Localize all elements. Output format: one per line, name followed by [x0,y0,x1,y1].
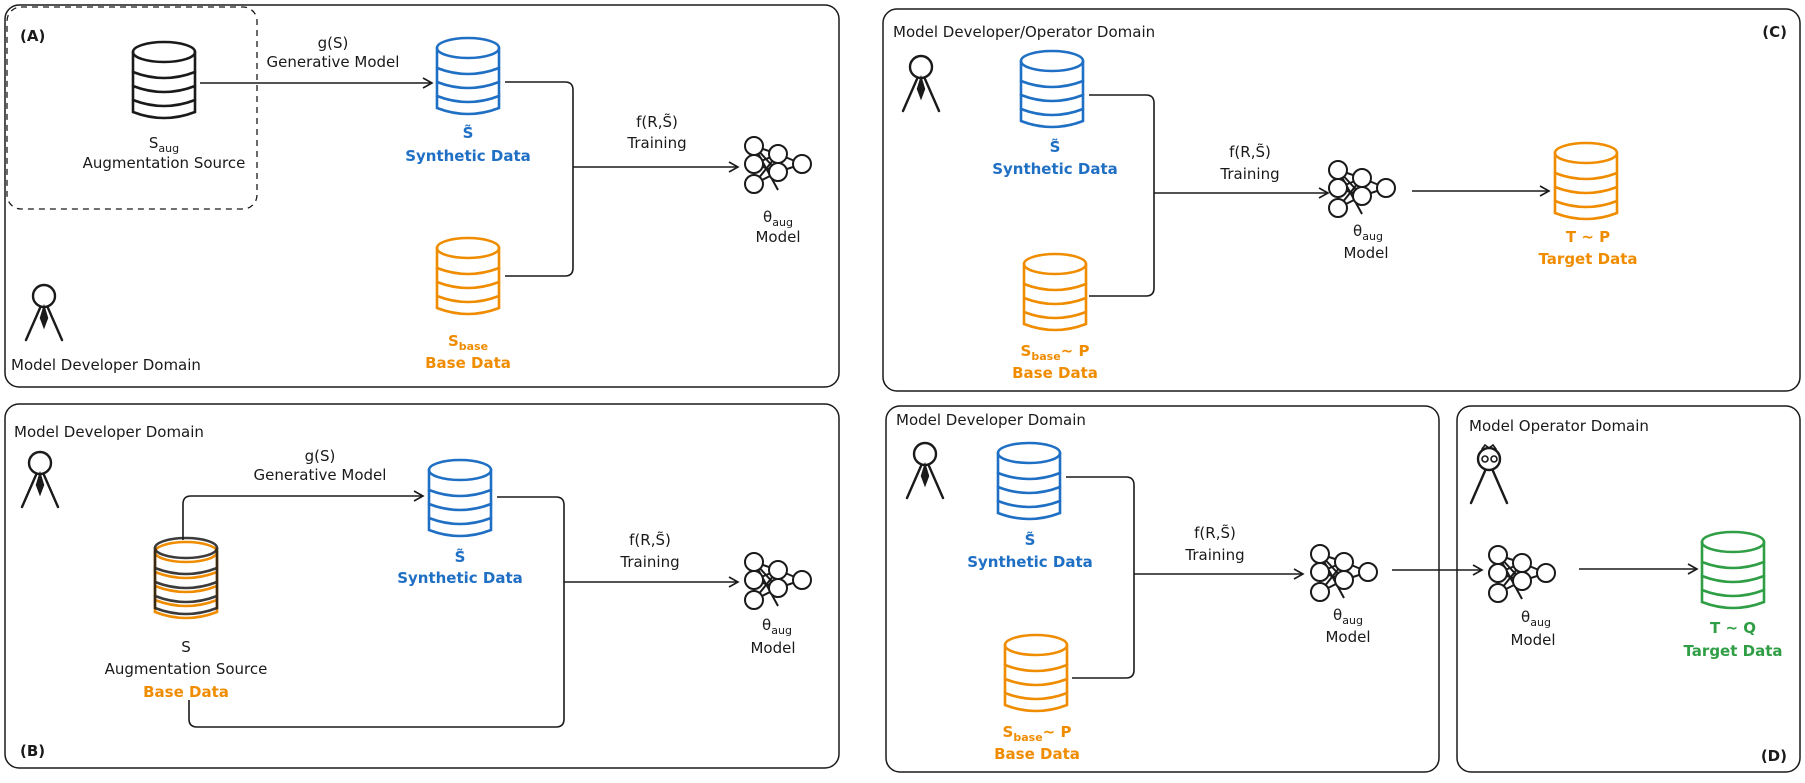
panel-a-synthetic-label: Synthetic Data [405,147,531,165]
panel-b: Model Developer Domain g(S) Generative M… [4,403,840,769]
panel-a-synthetic-symbol: S̃ [463,123,474,142]
panel-d-synthetic-symbol: S̃ [1025,530,1036,549]
neural-network-icon [1488,545,1556,603]
panel-b-border [4,403,840,769]
panel-a-tag: (A) [20,27,45,45]
panel-b-source-symbol: S [181,638,191,656]
panel-b-source-label: Augmentation Source [105,660,268,678]
panel-c-target-symbol: T ~ P [1566,228,1610,246]
developer-operator-person-icon [901,54,941,113]
developer-person-icon [20,450,60,509]
panel-c-model-symbol: θaug [1353,222,1383,243]
synthetic-data-database-icon [1019,49,1085,129]
operator-person-icon [1469,443,1509,505]
panel-b-model-symbol: θaug [762,616,792,637]
panel-d-model-symbol: θaug [1333,606,1363,627]
panel-a-merge-connector [505,81,574,277]
panel-b-base-label: Base Data [143,683,229,701]
synthetic-data-database-icon [435,36,501,116]
base-data-database-icon [435,236,501,316]
panel-c-model-label: Model [1343,244,1388,262]
panel-a-base-symbol: Sbase [448,332,488,353]
panel-b-model-label: Model [750,639,795,657]
panel-d-operator-border [1456,405,1801,773]
panel-d-model2-symbol: θaug [1521,608,1551,629]
panel-c-synthetic-symbol: S̃ [1050,137,1061,156]
panel-d-base-label: Base Data [994,745,1080,763]
panel-c-synthetic-label: Synthetic Data [992,160,1118,178]
base-data-database-icon [1003,633,1069,713]
synthetic-data-database-icon [996,441,1062,521]
panel-a-border [4,4,840,388]
panel-d: Model Developer Domain Model Operator Do… [885,405,1801,773]
neural-network-icon [1310,544,1378,602]
base-data-database-icon [1022,252,1088,332]
panel-c-border [882,8,1801,392]
panel-b-train-formula: f(R,S̃) [629,530,671,549]
panel-d-developer-domain-label: Model Developer Domain [896,411,1086,429]
panel-b-train-label: Training [619,553,679,571]
panel-b-domain-label: Model Developer Domain [14,423,204,441]
panel-d-tag: (D) [1761,747,1787,765]
panel-b-generative-arrow [182,490,425,540]
panel-a-model-symbol: θaug [763,208,793,229]
panel-a-source-label: Augmentation Source [83,154,246,172]
augmentation-source-region [6,6,258,210]
developer-person-icon [905,441,945,500]
panel-d-developer-border [885,405,1440,773]
panel-c-domain-label: Model Developer/Operator Domain [893,23,1155,41]
panel-c-base-label: Base Data [1012,364,1098,382]
panel-c-target-label: Target Data [1539,250,1638,268]
panel-d-base-symbol: Sbase~ P [1003,723,1072,744]
panel-d-operator-domain-label: Model Operator Domain [1469,417,1649,435]
panel-a-gen-label: Generative Model [267,53,400,71]
panel-a-train-label: Training [626,134,686,152]
neural-network-icon [744,136,812,194]
developer-person-icon [24,283,64,342]
panel-b-tag: (B) [20,742,45,760]
panel-a-source-symbol: Saug [149,134,179,155]
augmentation-source-database-icon [131,40,197,120]
panel-a-domain-label: Model Developer Domain [11,356,201,374]
neural-network-icon [744,552,812,610]
neural-network-icon [1328,160,1396,218]
panel-d-train-formula: f(R,S̃) [1194,523,1236,542]
panel-a: (A) Saug Augmentation Source g(S) Genera… [4,4,840,388]
panel-c-base-symbol: Sbase~ P [1021,342,1090,363]
panel-d-model2-label: Model [1510,631,1555,649]
augmentation-source-database-icon [153,536,219,620]
panel-d-model-label: Model [1325,628,1370,646]
target-data-database-icon [1700,530,1766,610]
panel-c-tag: (C) [1762,23,1787,41]
panel-a-model-label: Model [755,228,800,246]
panel-d-target-symbol: T ~ Q [1710,619,1756,637]
panel-c: Model Developer/Operator Domain (C) S̃ S… [882,8,1801,392]
panel-d-target-label: Target Data [1684,642,1783,660]
synthetic-data-database-icon [427,458,493,538]
panel-a-train-formula: f(R,S̃) [636,112,678,131]
panel-b-merge-connector [188,496,565,728]
panel-d-merge-connector [1066,476,1135,679]
panel-a-base-label: Base Data [425,354,511,372]
panel-d-train-label: Training [1184,546,1244,564]
panel-a-gen-formula: g(S) [318,34,349,52]
panel-c-train-formula: f(R,S̃) [1229,142,1271,161]
target-data-database-icon [1553,141,1619,221]
panel-b-synthetic-label: Synthetic Data [397,569,523,587]
panel-b-gen-formula: g(S) [305,447,336,465]
panel-c-merge-connector [1089,94,1155,297]
panel-b-synthetic-symbol: S̃ [455,547,466,566]
panel-b-gen-label: Generative Model [254,466,387,484]
panel-d-synthetic-label: Synthetic Data [967,553,1093,571]
panel-c-train-label: Training [1219,165,1279,183]
